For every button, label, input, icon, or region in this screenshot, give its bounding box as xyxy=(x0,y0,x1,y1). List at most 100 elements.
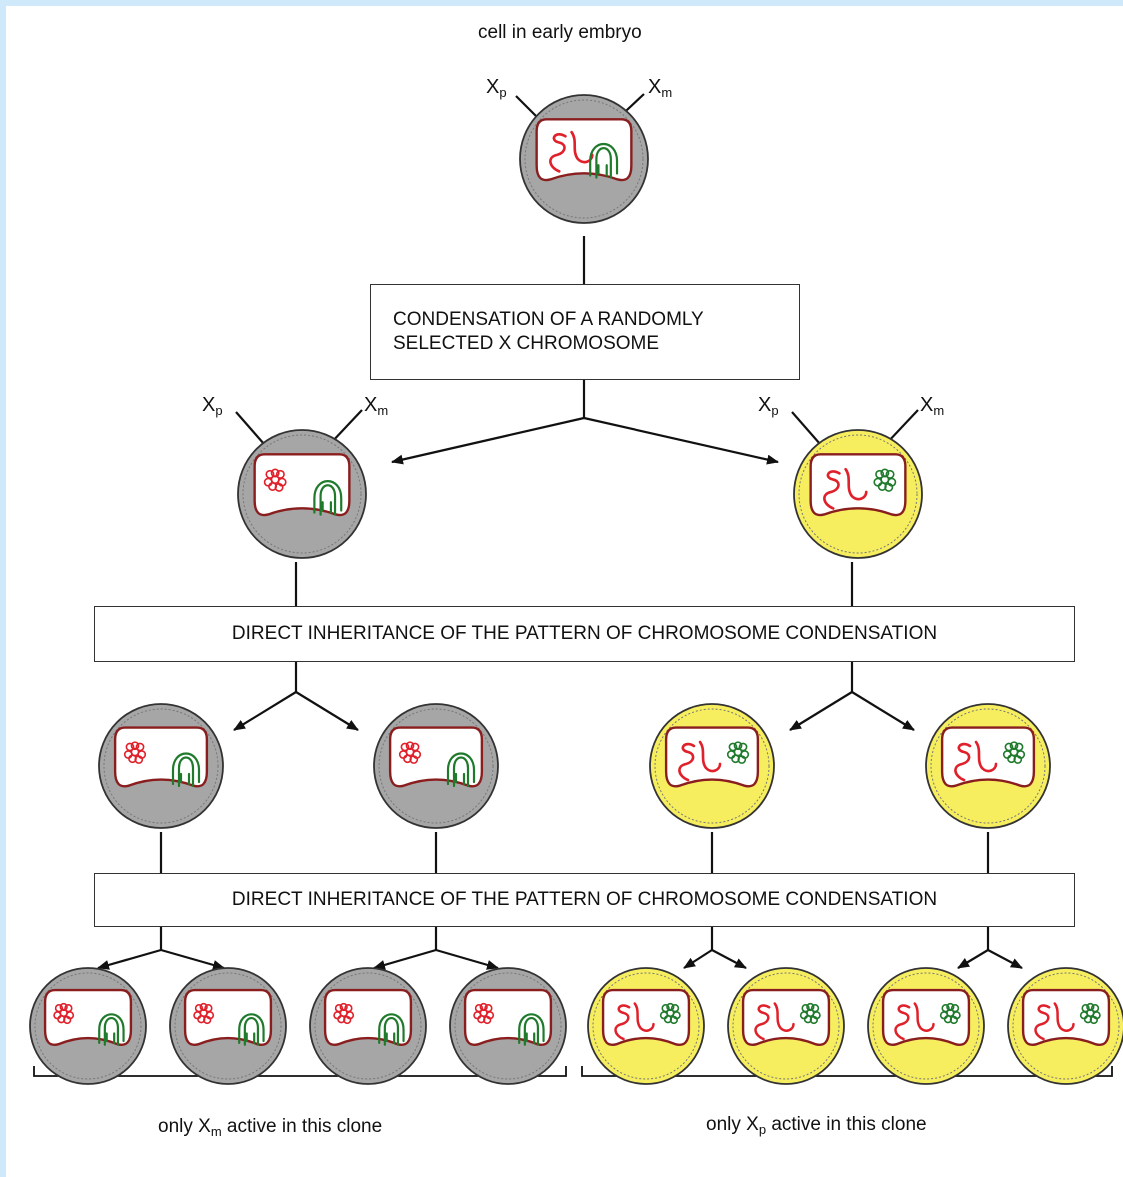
cell-bottom-3 xyxy=(309,967,427,1085)
xp-chromosome-active xyxy=(614,1002,655,1041)
xp-label-top: Xp xyxy=(486,76,507,100)
arrow-to-right-cell xyxy=(583,416,779,465)
condensed-blob xyxy=(125,742,135,752)
clone-caption-right: only Xp active in this clone xyxy=(706,1114,927,1137)
condensed-blob xyxy=(946,1002,955,1012)
xm-label-top: Xm xyxy=(648,76,673,100)
xp-chromosome-condensed xyxy=(263,468,287,492)
xp-chromosome-active xyxy=(1034,1002,1075,1041)
nucleus xyxy=(388,726,484,788)
cell-bottom-2 xyxy=(169,967,287,1085)
condensed-blob xyxy=(941,1004,950,1013)
x-inactivation-diagram xyxy=(29,93,1123,1085)
cell-membrane-texture xyxy=(798,434,918,554)
xm-chromosome-condensed xyxy=(1002,741,1026,764)
condensed-blob xyxy=(1014,742,1024,752)
xm-chromosome-active xyxy=(238,1013,265,1046)
nucleus xyxy=(1021,988,1111,1046)
xm-chromosome-condensed xyxy=(659,1002,681,1025)
condensed-blob xyxy=(483,1015,492,1025)
diagram-sheet: cell in early embryo Xp Xm CONDENSATION … xyxy=(6,6,1123,1177)
xm-chromosome-condensed xyxy=(939,1002,961,1025)
arrow-bottom-3b xyxy=(711,949,747,969)
xm-chromosome-active xyxy=(446,752,476,788)
condensed-blob xyxy=(484,1004,493,1013)
arrow-l3-2 xyxy=(295,691,359,731)
condensed-blob xyxy=(885,469,895,479)
condensed-blob xyxy=(405,741,415,751)
condensed-blob xyxy=(670,1004,680,1013)
bracket-left-clone xyxy=(33,1066,567,1077)
step2-text: DIRECT INHERITANCE OF THE PATTERN OF CHR… xyxy=(231,623,938,644)
xp-chromosome-condensed xyxy=(473,1002,495,1025)
cell-level3-2 xyxy=(373,703,499,829)
condensed-blob xyxy=(669,1015,678,1025)
cell-membrane-texture xyxy=(524,99,644,219)
xm-label-left: Xm xyxy=(364,394,389,418)
condensed-blob xyxy=(1004,742,1014,752)
nucleus xyxy=(463,988,553,1046)
condensed-blob xyxy=(63,1015,72,1025)
cell-membrane-texture xyxy=(592,972,700,1080)
xm-chromosome-condensed xyxy=(1079,1002,1101,1025)
condensed-blob xyxy=(270,468,280,478)
condensed-blob xyxy=(339,1002,348,1012)
xp-chromosome-active xyxy=(754,1002,795,1041)
cell-bottom-1 xyxy=(29,967,147,1085)
condensed-blob xyxy=(199,1002,208,1012)
nucleus xyxy=(323,988,413,1046)
condensed-blob xyxy=(875,469,885,479)
arrow-bottom-2b xyxy=(435,948,499,970)
step3-text: DIRECT INHERITANCE OF THE PATTERN OF CHR… xyxy=(231,889,938,910)
condensed-blob xyxy=(134,755,144,764)
condensed-blob xyxy=(334,1004,344,1013)
top-caption: cell in early embryo xyxy=(478,22,642,43)
cell-level3-4 xyxy=(925,703,1051,829)
xp-chromosome-condensed xyxy=(333,1002,355,1025)
cell-membrane-texture xyxy=(103,708,219,824)
xm-chromosome-active xyxy=(378,1013,405,1046)
condensed-blob xyxy=(409,755,419,764)
bracket-right-clone xyxy=(581,1066,1113,1077)
nucleus xyxy=(253,453,351,517)
inheritance-step-box-1: DIRECT INHERITANCE OF THE PATTERN OF CHR… xyxy=(94,606,1075,662)
condensed-blob xyxy=(204,1004,213,1013)
condensed-blob xyxy=(809,1015,818,1025)
cell-bottom-6 xyxy=(727,967,845,1085)
nucleus xyxy=(809,453,907,517)
condensed-blob xyxy=(1089,1015,1098,1025)
cell-membrane-texture xyxy=(930,708,1046,824)
condensed-blob xyxy=(728,742,738,752)
xp-chromosome-active xyxy=(954,740,998,782)
cell-membrane-texture xyxy=(454,972,562,1080)
clone-caption-left: only Xm active in this clone xyxy=(158,1116,383,1139)
cell-bottom-4 xyxy=(449,967,567,1085)
cell-level2-xp-active xyxy=(793,429,923,559)
xp-pointer-right xyxy=(791,411,821,445)
cell-membrane-texture xyxy=(732,972,840,1080)
arrow-bottom-1b xyxy=(160,948,225,970)
xp-chromosome-active xyxy=(894,1002,935,1041)
condensed-blob xyxy=(265,469,275,479)
xm-chromosome-active xyxy=(98,1013,125,1046)
nucleus xyxy=(601,988,691,1046)
cell-membrane-texture xyxy=(34,972,142,1080)
nucleus xyxy=(664,726,760,788)
condensed-blob xyxy=(343,1015,352,1025)
cell-bottom-7 xyxy=(867,967,985,1085)
inheritance-step-box-2: DIRECT INHERITANCE OF THE PATTERN OF CHR… xyxy=(94,873,1075,927)
condensed-blob xyxy=(64,1004,73,1013)
condensed-blob xyxy=(806,1002,815,1012)
nucleus xyxy=(113,726,209,788)
xm-chromosome-active xyxy=(518,1013,545,1046)
arrow-bottom-1a xyxy=(97,948,162,970)
cell-membrane-texture xyxy=(872,972,980,1080)
arrow-l3-3 xyxy=(789,691,853,731)
condensation-step-box: CONDENSATION OF A RANDOMLY SELECTED X CH… xyxy=(370,284,800,380)
condensed-blob xyxy=(884,482,894,492)
condensed-blob xyxy=(738,742,748,752)
xm-chromosome-condensed xyxy=(726,741,750,764)
xp-pointer-left xyxy=(235,411,265,445)
condensed-blob xyxy=(733,741,743,751)
arrow-to-left-cell xyxy=(391,416,585,465)
